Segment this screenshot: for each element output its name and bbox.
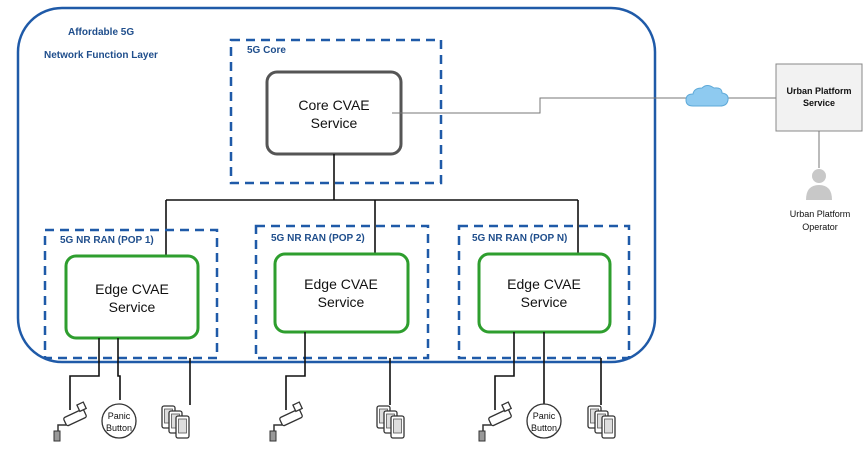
layer-title-line1: Affordable 5G: [68, 27, 134, 38]
ran-label-pop-2: 5G NR RAN (POP 2): [271, 233, 365, 244]
panic-line2: Button: [531, 423, 557, 433]
edge-service-line2-pop-1: Service: [109, 299, 156, 315]
phone-stack-icon: [587, 405, 616, 439]
core-service-line1: Core CVAE: [298, 97, 369, 113]
edge-service-line2-pop-2: Service: [318, 294, 365, 310]
urban-service-line2: Service: [803, 98, 835, 108]
device-links-pop-n: [494, 332, 602, 410]
operator-line2: Operator: [802, 222, 838, 232]
core-group-label: 5G Core: [247, 45, 286, 56]
edge-cvae-service-pop-2: [273, 252, 410, 334]
network-function-layer: [16, 6, 657, 364]
person-icon: [806, 169, 832, 200]
core-cvae-service: [265, 70, 403, 156]
ran-label-pop-n: 5G NR RAN (POP N): [472, 233, 567, 244]
edge-cvae-service-pop-1: [64, 254, 200, 340]
operator-line1: Urban Platform: [790, 209, 851, 219]
urban-service-line1: Urban Platform: [786, 86, 851, 96]
device-links-pop-2: [285, 332, 391, 410]
edge-service-line1-pop-2: Edge CVAE: [304, 276, 378, 292]
panic-line1: Panic: [533, 411, 556, 421]
device-links-pop-1: [69, 338, 191, 410]
phone-stack-icon: [161, 405, 190, 439]
core-to-ran-link: [165, 154, 579, 256]
urban-platform-service: [775, 63, 863, 132]
layer-title-line2: Network Function Layer: [44, 50, 158, 61]
core-group: [229, 38, 443, 185]
panic-line2: Button: [106, 423, 132, 433]
core-to-cloud-link: [392, 97, 696, 114]
ran-group-pop-2: [254, 224, 430, 360]
core-service-line2: Service: [311, 115, 358, 131]
cloud-icon: [685, 85, 729, 107]
phone-stack-icon: [376, 405, 405, 439]
edge-service-line1-pop-1: Edge CVAE: [95, 281, 169, 297]
ran-label-pop-1: 5G NR RAN (POP 1): [60, 235, 154, 246]
panic-button: Panic Button: [101, 403, 137, 439]
edge-cvae-service-pop-n: [477, 252, 612, 334]
panic-line1: Panic: [108, 411, 131, 421]
edge-service-line1-pop-n: Edge CVAE: [507, 276, 581, 292]
edge-service-line2-pop-n: Service: [521, 294, 568, 310]
panic-button: Panic Button: [526, 403, 562, 439]
